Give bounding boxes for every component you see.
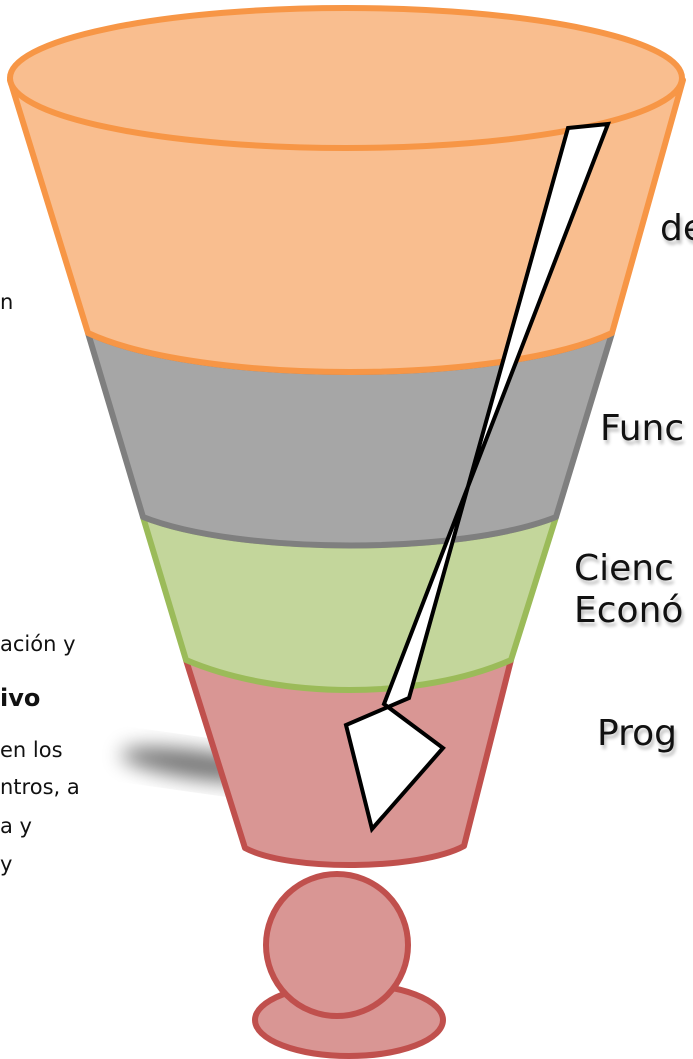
left-text-line7: y	[0, 852, 13, 876]
left-text-line4: en los	[0, 738, 63, 762]
right-label-level4: Prog	[597, 713, 677, 754]
right-label-level3-line2: Econó	[574, 590, 684, 631]
right-label-level1: de	[660, 208, 693, 249]
down-arrow-icon	[343, 121, 612, 834]
left-text-line5: ntros, a	[0, 775, 80, 799]
left-text-line6: a y	[0, 814, 32, 838]
left-text-line3: ivo	[0, 684, 41, 712]
funnel-segment-red	[183, 657, 514, 868]
funnel-segment-orange	[7, 77, 686, 375]
funnel-ball	[263, 871, 411, 1019]
left-text-line2: ación y	[0, 632, 76, 656]
right-label-level2: Func	[600, 408, 685, 449]
right-label-level3-line1: Cienc	[574, 548, 674, 589]
funnel-top-rim	[7, 5, 685, 151]
left-text-line1: n	[0, 290, 14, 314]
